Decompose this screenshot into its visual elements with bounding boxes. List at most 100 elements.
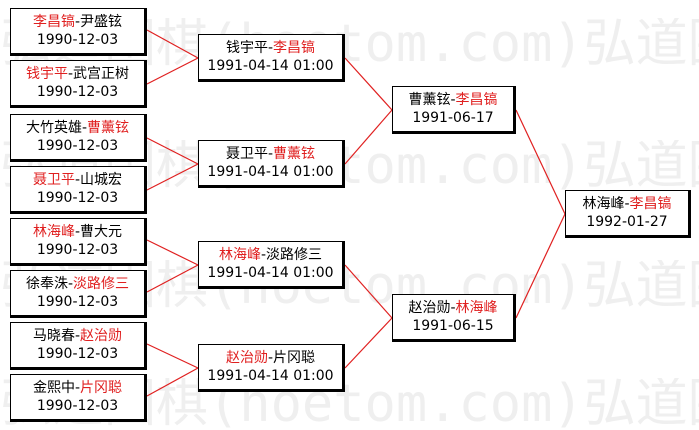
player-2: 曹薰铉 <box>87 120 130 136</box>
match-r3-2[interactable]: 赵治勋-林海峰 1991-06-15 <box>392 294 516 342</box>
match-r1-7[interactable]: 马晓春-赵治勋 1990-12-03 <box>10 322 147 370</box>
player-2: 尹盛铉 <box>80 14 123 30</box>
match-players: 聂卫平-曹薰铉 <box>199 145 342 163</box>
match-date: 1991-04-14 01:00 <box>207 164 334 180</box>
separator: - <box>67 66 74 82</box>
match-r1-6[interactable]: 徐奉洙-淡路修三 1990-12-03 <box>10 270 147 318</box>
match-players: 曹薰铉-李昌镐 <box>393 91 513 109</box>
player-1: 赵治勋 <box>408 300 451 316</box>
match-date: 1990-12-03 <box>36 398 119 414</box>
match-players: 金熙中-片冈聪 <box>11 379 144 397</box>
match-players: 赵治勋-片冈聪 <box>199 349 342 367</box>
player-1: 林海峰 <box>218 247 261 263</box>
bracket-line <box>515 109 566 215</box>
player-1: 赵治勋 <box>225 350 268 366</box>
match-r1-3[interactable]: 大竹英雄-曹薰铉 1990-12-03 <box>10 114 147 162</box>
match-players: 李昌镐-尹盛铉 <box>11 13 144 31</box>
player-2: 林海峰 <box>455 300 498 316</box>
match-r1-8[interactable]: 金熙中-片冈聪 1990-12-03 <box>10 374 147 422</box>
separator: - <box>74 14 81 30</box>
player-1: 李昌镐 <box>32 14 75 30</box>
player-1: 金熙中 <box>32 380 75 396</box>
player-1: 林海峰 <box>582 196 625 212</box>
match-r1-2[interactable]: 钱宇平-武宫正树 1990-12-03 <box>10 60 147 108</box>
player-2: 李昌镐 <box>455 92 498 108</box>
match-date: 1990-12-03 <box>36 138 119 154</box>
separator: - <box>74 224 81 240</box>
player-1: 聂卫平 <box>32 172 75 188</box>
match-date: 1991-06-15 <box>412 318 494 334</box>
match-date: 1990-12-03 <box>36 32 119 48</box>
match-date: 1991-04-14 01:00 <box>207 58 334 74</box>
match-r2-4[interactable]: 赵治勋-片冈聪 1991-04-14 01:00 <box>198 344 345 392</box>
match-players: 林海峰-淡路修三 <box>199 246 342 264</box>
player-2: 片冈聪 <box>80 380 123 396</box>
bracket-line <box>146 367 199 397</box>
bracket-line <box>146 137 199 165</box>
bracket-line <box>515 213 566 319</box>
match-final[interactable]: 林海峰-李昌镐 1992-01-27 <box>565 190 691 238</box>
match-r2-3[interactable]: 林海峰-淡路修三 1991-04-14 01:00 <box>198 241 345 289</box>
player-2: 李昌镐 <box>273 40 316 56</box>
player-2: 赵治勋 <box>80 328 123 344</box>
match-players: 林海峰-李昌镐 <box>566 195 688 213</box>
match-r1-1[interactable]: 李昌镐-尹盛铉 1990-12-03 <box>10 8 147 56</box>
match-r1-4[interactable]: 聂卫平-山城宏 1990-12-03 <box>10 166 147 214</box>
bracket-line <box>344 109 393 165</box>
player-2: 曹薰铉 <box>273 146 316 162</box>
separator: - <box>81 120 88 136</box>
match-players: 赵治勋-林海峰 <box>393 299 513 317</box>
player-1: 徐奉洙 <box>25 276 68 292</box>
separator: - <box>74 328 81 344</box>
player-2: 淡路修三 <box>266 247 323 263</box>
match-r1-5[interactable]: 林海峰-曹大元 1990-12-03 <box>10 218 147 266</box>
player-2: 曹大元 <box>80 224 123 240</box>
match-players: 聂卫平-山城宏 <box>11 171 144 189</box>
bracket-line <box>344 317 393 369</box>
separator: - <box>450 92 456 108</box>
match-date: 1990-12-03 <box>36 294 119 310</box>
match-players: 钱宇平-李昌镐 <box>199 39 342 57</box>
separator: - <box>450 300 456 316</box>
player-2: 李昌镐 <box>629 196 672 212</box>
match-date: 1992-01-27 <box>586 214 668 230</box>
bracket-line <box>344 264 393 319</box>
bracket-line <box>146 239 199 266</box>
separator: - <box>624 196 630 212</box>
match-date: 1990-12-03 <box>36 190 119 206</box>
bracket-line <box>146 29 199 59</box>
player-1: 钱宇平 <box>25 66 68 82</box>
match-date: 1990-12-03 <box>36 242 119 258</box>
bracket-line <box>344 57 393 111</box>
player-1: 聂卫平 <box>225 146 268 162</box>
match-date: 1990-12-03 <box>36 84 119 100</box>
match-r2-1[interactable]: 钱宇平-李昌镐 1991-04-14 01:00 <box>198 34 345 82</box>
match-players: 马晓春-赵治勋 <box>11 327 144 345</box>
match-players: 徐奉洙-淡路修三 <box>11 275 144 293</box>
match-date: 1991-04-14 01:00 <box>207 265 334 281</box>
match-r3-1[interactable]: 曹薰铉-李昌镐 1991-06-17 <box>392 86 516 134</box>
player-1: 林海峰 <box>32 224 75 240</box>
bracket-line <box>146 57 199 85</box>
match-players: 钱宇平-武宫正树 <box>11 65 144 83</box>
match-date: 1991-06-17 <box>412 110 494 126</box>
separator: - <box>260 247 267 263</box>
match-date: 1990-12-03 <box>36 346 119 362</box>
separator: - <box>74 172 81 188</box>
player-2: 淡路修三 <box>73 276 130 292</box>
separator: - <box>267 40 274 56</box>
player-1: 钱宇平 <box>225 40 268 56</box>
separator: - <box>267 146 274 162</box>
separator: - <box>74 380 81 396</box>
match-r2-2[interactable]: 聂卫平-曹薰铉 1991-04-14 01:00 <box>198 140 345 188</box>
player-2: 片冈聪 <box>273 350 316 366</box>
match-players: 林海峰-曹大元 <box>11 223 144 241</box>
match-players: 大竹英雄-曹薰铉 <box>11 119 144 137</box>
bracket-line <box>146 163 199 191</box>
player-2: 武宫正树 <box>73 66 130 82</box>
player-1: 曹薰铉 <box>408 92 451 108</box>
bracket-line <box>146 343 199 369</box>
player-1: 大竹英雄 <box>25 120 82 136</box>
